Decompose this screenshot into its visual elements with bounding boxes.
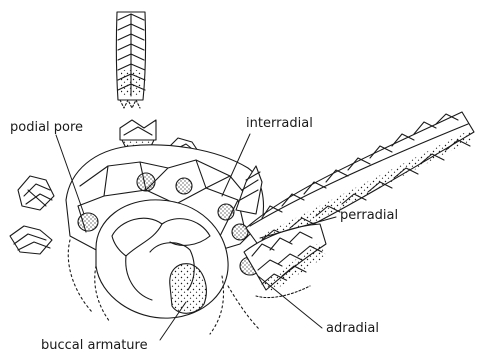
spine-cluster-lower-left xyxy=(10,226,52,254)
label-buccal-armature: buccal armature xyxy=(41,339,148,352)
label-interradial: interradial xyxy=(246,117,313,130)
top-arm xyxy=(116,12,145,108)
buccal-armature xyxy=(95,200,228,334)
label-perradial: perradial xyxy=(340,209,398,222)
spine-cluster-top-left xyxy=(120,120,156,148)
label-podial-pore: podial pore xyxy=(10,121,83,134)
spine-cluster-left xyxy=(18,176,54,210)
label-adradial: adradial xyxy=(326,322,379,335)
leader-adradial xyxy=(258,276,322,328)
upper-right-arm xyxy=(246,112,474,250)
